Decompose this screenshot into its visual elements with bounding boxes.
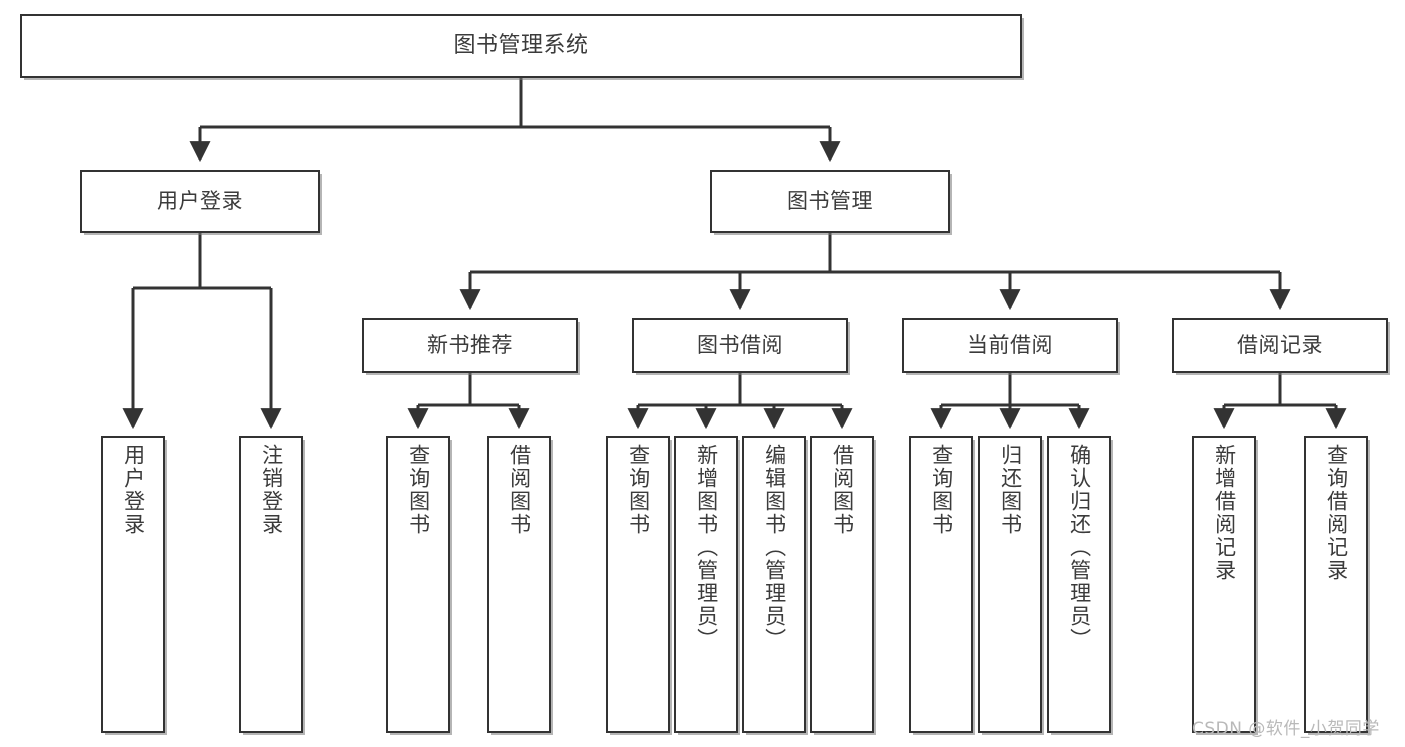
node-label: 新增图书（管理员） [694, 444, 719, 651]
node-label: 借阅图书 [830, 444, 855, 536]
node-label: 注销登录 [259, 444, 284, 536]
leaf-borrow-book-recommend[interactable]: 借阅图书 [487, 436, 551, 733]
node-label: 新书推荐 [427, 333, 513, 358]
node-book-borrow[interactable]: 图书借阅 [632, 318, 848, 373]
node-label: 图书借阅 [697, 333, 783, 358]
node-label: 查询图书 [406, 444, 431, 536]
node-label: 确认归还（管理员） [1067, 444, 1092, 651]
leaf-query-book-current[interactable]: 查询图书 [909, 436, 973, 733]
node-label: 查询图书 [626, 444, 651, 536]
node-label: 图书管理系统 [453, 33, 589, 59]
node-book-management[interactable]: 图书管理 [710, 170, 950, 233]
node-borrow-records[interactable]: 借阅记录 [1172, 318, 1388, 373]
leaf-add-borrow-record[interactable]: 新增借阅记录 [1192, 436, 1256, 733]
node-label: 用户登录 [121, 444, 146, 536]
node-label: 编辑图书（管理员） [762, 444, 787, 651]
leaf-add-book-admin[interactable]: 新增图书（管理员） [674, 436, 738, 733]
leaf-return-book[interactable]: 归还图书 [978, 436, 1042, 733]
leaf-logout[interactable]: 注销登录 [239, 436, 303, 733]
node-label: 用户登录 [157, 189, 243, 214]
node-new-book-recommend[interactable]: 新书推荐 [362, 318, 578, 373]
leaf-query-book-recommend[interactable]: 查询图书 [386, 436, 450, 733]
node-label: 图书管理 [787, 189, 873, 214]
leaf-borrow-book[interactable]: 借阅图书 [810, 436, 874, 733]
node-label: 借阅图书 [507, 444, 532, 536]
node-label: 当前借阅 [967, 333, 1053, 358]
node-label: 查询图书 [929, 444, 954, 536]
node-label: 新增借阅记录 [1212, 444, 1237, 582]
leaf-query-book-borrow[interactable]: 查询图书 [606, 436, 670, 733]
leaf-user-login[interactable]: 用户登录 [101, 436, 165, 733]
node-label: 查询借阅记录 [1324, 444, 1349, 582]
node-label: 借阅记录 [1237, 333, 1323, 358]
csdn-watermark: CSDN @软件_小贺同学 [1192, 719, 1380, 739]
leaf-edit-book-admin[interactable]: 编辑图书（管理员） [742, 436, 806, 733]
node-current-borrow[interactable]: 当前借阅 [902, 318, 1118, 373]
leaf-confirm-return-admin[interactable]: 确认归还（管理员） [1047, 436, 1111, 733]
leaf-query-borrow-record[interactable]: 查询借阅记录 [1304, 436, 1368, 733]
node-user-login[interactable]: 用户登录 [80, 170, 320, 233]
node-root-system[interactable]: 图书管理系统 [20, 14, 1022, 78]
node-label: 归还图书 [998, 444, 1023, 536]
